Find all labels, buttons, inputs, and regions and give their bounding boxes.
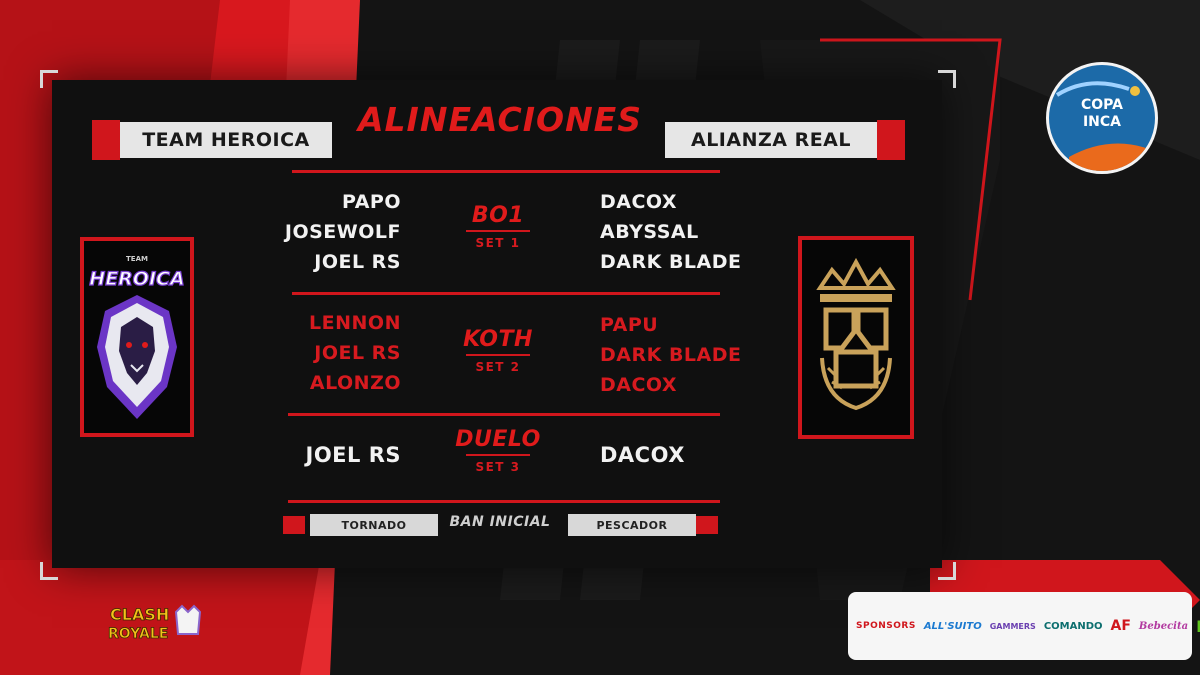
- page-title: ALINEACIONES: [357, 100, 642, 139]
- cr-line1: CLASH: [110, 605, 169, 624]
- frame-corner-top-right: [938, 70, 956, 88]
- team-heroica-logo: TEAM HEROICA: [80, 237, 194, 437]
- sponsor-logo: RK: [1196, 617, 1200, 636]
- sponsors-bar: SPONSORS ALL'SUITO GAMMERS COMANDO AF Be…: [848, 592, 1200, 660]
- team-left-name: TEAM HEROICA: [120, 122, 332, 158]
- set-label: SET 2: [475, 360, 521, 374]
- divider-set3: [288, 500, 720, 503]
- set-label: SET 1: [475, 236, 521, 250]
- lion-icon: TEAM HEROICA: [89, 255, 185, 419]
- team-right-name: ALIANZA REAL: [665, 122, 877, 158]
- sponsor-logo: Bebecita: [1138, 620, 1189, 632]
- set1-left-players: PAPO JOSEWOLF JOEL RS: [285, 187, 401, 277]
- copa-line1: COPA: [1081, 97, 1123, 113]
- set3-format: DUELO SET 3: [438, 427, 558, 474]
- copa-inca-text: COPA INCA: [1049, 97, 1155, 131]
- frame-corner-bottom-left: [40, 562, 58, 580]
- player-name: JOSEWOLF: [284, 221, 401, 243]
- copa-line2: INCA: [1082, 114, 1122, 130]
- sponsor-logo: COMANDO: [1043, 620, 1103, 632]
- set2-format: KOTH SET 2: [438, 327, 558, 374]
- clash-royale-emblem-icon: CLASH ROYALE: [108, 604, 202, 642]
- set-label: SET 3: [475, 460, 521, 474]
- divider-set1: [292, 292, 720, 295]
- player-name: ALONZO: [309, 372, 401, 394]
- ban-right-accent: [696, 516, 718, 534]
- ban-right-card: PESCADOR: [568, 514, 696, 536]
- set2-right-players: PAPU DARK BLADE DACOX: [600, 310, 742, 400]
- format-underline: [466, 454, 530, 456]
- frame-corner-bottom-right: [938, 562, 956, 580]
- team-alianza-logo: [798, 236, 914, 439]
- lineup-panel: [52, 80, 942, 568]
- copa-inca-emblem-icon: [1055, 81, 1149, 171]
- player-name: ABYSSAL: [600, 221, 699, 243]
- cr-line2: ROYALE: [108, 626, 168, 642]
- crown-icon: [816, 257, 896, 410]
- team-left-accent: [92, 120, 120, 160]
- player-name: LENNON: [309, 312, 401, 334]
- player-name: JOEL RS: [314, 342, 401, 364]
- set1-right-players: DACOX ABYSSAL DARK BLADE: [600, 187, 742, 277]
- set3-right-players: DACOX: [600, 440, 685, 470]
- format-name: DUELO: [455, 427, 541, 452]
- player-name: PAPO: [342, 191, 401, 213]
- copa-inca-logo: COPA INCA: [1046, 62, 1158, 174]
- set2-left-players: LENNON JOEL RS ALONZO: [309, 308, 401, 398]
- player-name: DACOX: [600, 191, 678, 213]
- format-name: KOTH: [463, 327, 533, 352]
- player-name: DACOX: [600, 443, 685, 467]
- player-name: DARK BLADE: [600, 344, 742, 366]
- logo-text: HEROICA: [89, 268, 184, 290]
- player-name: JOEL RS: [314, 251, 401, 273]
- sponsor-logo: GAMMERS: [989, 621, 1036, 631]
- sponsor-logo: ALL'SUITO: [923, 620, 982, 632]
- format-underline: [466, 354, 530, 356]
- player-name: JOEL RS: [305, 443, 401, 467]
- ban-left-card: TORNADO: [310, 514, 438, 536]
- set1-format: BO1 SET 1: [438, 203, 558, 250]
- clash-royale-logo: CLASH ROYALE: [106, 600, 208, 646]
- logo-small-text: TEAM: [126, 255, 148, 263]
- divider-top: [292, 170, 720, 173]
- player-name: DARK BLADE: [600, 251, 742, 273]
- sponsor-logo: AF: [1110, 618, 1131, 634]
- player-name: PAPU: [600, 314, 659, 336]
- set3-left-players: JOEL RS: [306, 440, 402, 470]
- team-right-accent: [877, 120, 905, 160]
- player-name: DACOX: [600, 374, 678, 396]
- format-underline: [466, 230, 530, 232]
- divider-set2: [288, 413, 720, 416]
- ban-left-accent: [283, 516, 305, 534]
- frame-corner-top-left: [40, 70, 58, 88]
- ban-label: BAN INICIAL: [449, 514, 551, 530]
- sponsors-label: SPONSORS: [856, 621, 916, 631]
- format-name: BO1: [471, 203, 525, 228]
